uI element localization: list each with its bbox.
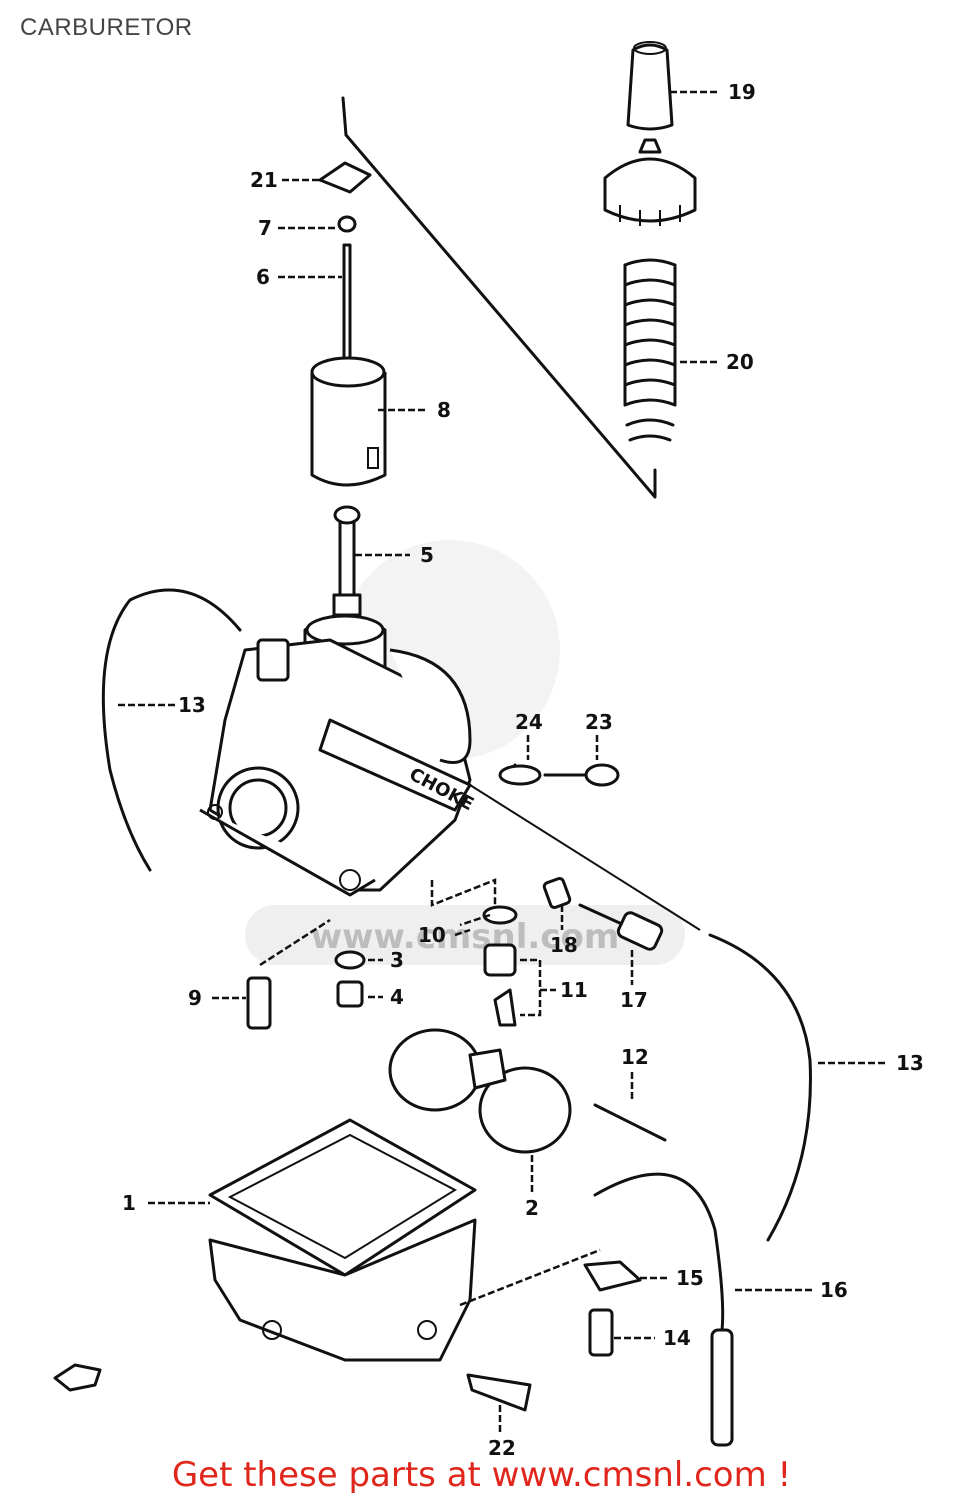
callout-16: 16: [820, 1278, 848, 1302]
footer-cta-link[interactable]: Get these parts at www.cmsnl.com !: [171, 1455, 792, 1495]
callout-15: 15: [676, 1266, 704, 1290]
part-2-float: [388, 1028, 572, 1154]
part-13-hose-right: [708, 933, 812, 1242]
callout-18: 18: [550, 933, 578, 957]
callout-13-left: 13: [178, 693, 206, 717]
part-8-throttle-valve: [310, 356, 387, 487]
part-12-pin: [593, 1103, 667, 1142]
part-16-hose-end: [710, 1328, 734, 1447]
part-18-spring: [542, 876, 572, 910]
callout-6: 6: [256, 265, 270, 289]
part-20-top-cap: [603, 138, 697, 226]
part-21-clip: [318, 161, 372, 194]
part-15-bracket: [583, 1260, 642, 1292]
part-10-washer: [482, 905, 518, 925]
callout-24: 24: [515, 710, 543, 734]
part-11-main-jet: [483, 943, 517, 1027]
part-5-tube: [332, 505, 362, 617]
callout-13-right: 13: [896, 1051, 924, 1075]
part-1-float-chamber: [208, 1118, 477, 1362]
divider-line: [341, 96, 657, 499]
part-24-spring: [498, 763, 542, 786]
callout-4: 4: [390, 985, 404, 1009]
callout-20: 20: [726, 350, 754, 374]
choke-cable-line: [469, 784, 701, 931]
callout-8: 8: [437, 398, 451, 422]
part-7-ring: [337, 215, 357, 233]
callout-21: 21: [250, 168, 278, 192]
callout-3: 3: [390, 948, 404, 972]
part-13-hose-left: [101, 588, 242, 872]
callout-9: 9: [188, 986, 202, 1010]
callout-11: 11: [560, 978, 588, 1002]
callout-17: 17: [620, 988, 648, 1012]
callouts: 19 20 21 7 6 8 5 13 24 23 18 17 10 11 3 …: [122, 80, 924, 1460]
carburetor-body: CHOKE: [199, 613, 477, 897]
part-16-hose: [593, 1172, 725, 1332]
callout-23: 23: [585, 710, 613, 734]
callout-5: 5: [420, 543, 434, 567]
part-20-spring: [623, 258, 677, 442]
leader-lines: [118, 90, 888, 1432]
callout-19: 19: [728, 80, 756, 104]
callout-7: 7: [258, 216, 272, 240]
part-19-cap: [626, 41, 674, 131]
front-arrow-icon: [53, 1363, 102, 1392]
part-22-drain-screw: [466, 1373, 532, 1412]
part-17-screw: [578, 903, 664, 951]
part-23-screw: [543, 763, 620, 787]
part-6-jet-needle: [342, 243, 352, 367]
part-14-screw: [588, 1308, 614, 1357]
callout-10: 10: [418, 923, 446, 947]
part-4-screw: [336, 980, 364, 1008]
callout-14: 14: [663, 1326, 691, 1350]
callout-1: 1: [122, 1191, 136, 1215]
page-title: CARBURETOR: [20, 14, 193, 41]
part-9-screw: [246, 976, 272, 1030]
callout-12: 12: [621, 1045, 649, 1069]
part-3-washer: [334, 950, 366, 970]
callout-2: 2: [525, 1196, 539, 1220]
callout-22: 22: [488, 1436, 516, 1460]
